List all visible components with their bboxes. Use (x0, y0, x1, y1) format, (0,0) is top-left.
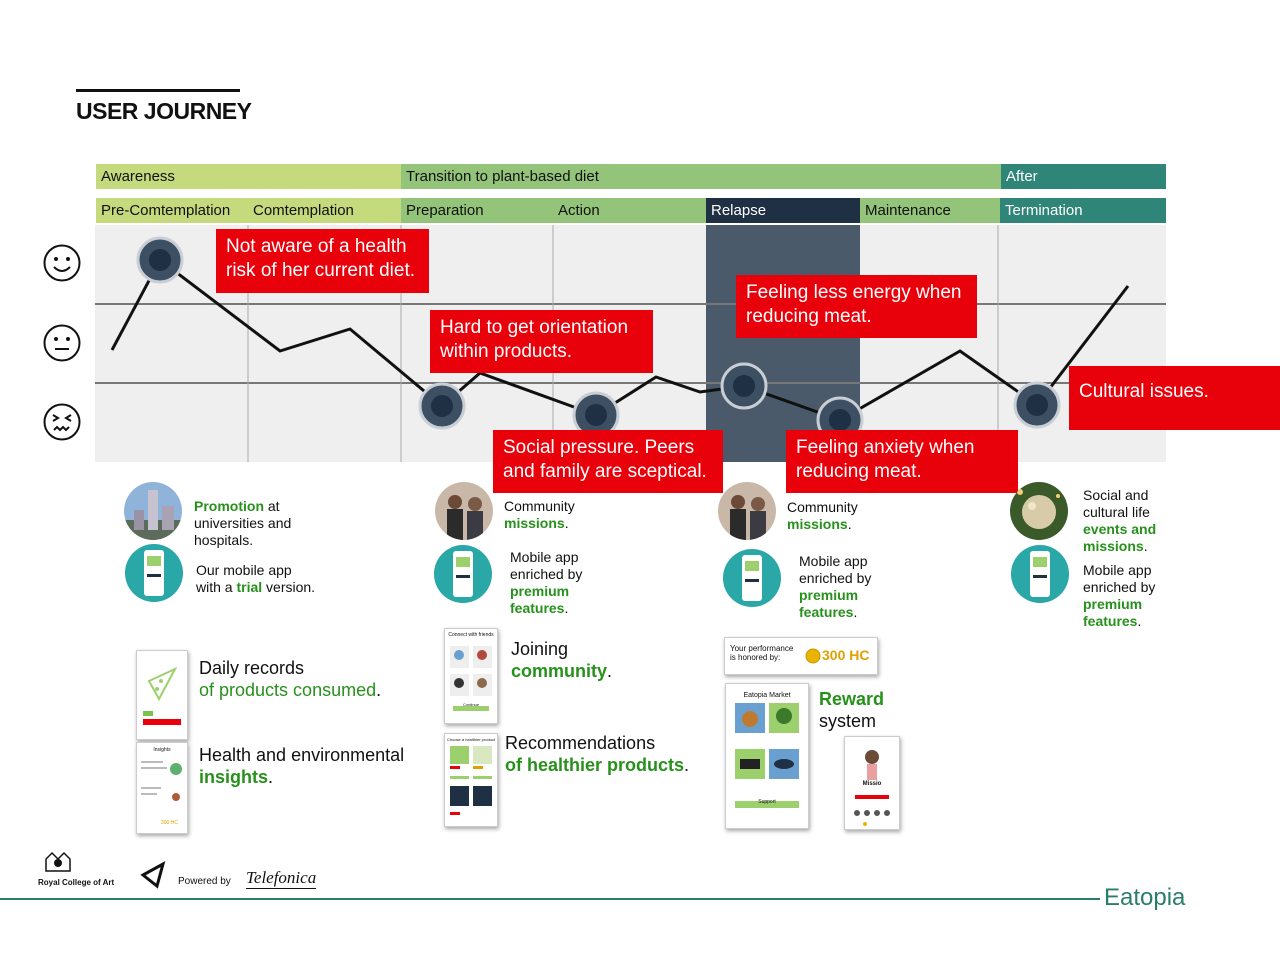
callout-social-pressure: Social pressure. Peers and family are sc… (493, 430, 723, 493)
recommendations-detail: of healthier products. (505, 755, 690, 775)
footer-rule (0, 898, 1100, 900)
community-detail-1: missions. (504, 515, 569, 531)
insights-phone-hc: 300 HC (161, 820, 178, 826)
callout-health-risk: Not aware of a health risk of her curren… (216, 229, 429, 293)
healthier-product-title: Choose a healthier product (446, 737, 496, 742)
emotion-line (110, 257, 1130, 422)
rca-logo-text: Royal College of Art (38, 878, 115, 887)
phase-transition: Transition to plant-based diet (401, 164, 1001, 189)
daily-records-text: Daily records of products consumed. (199, 657, 419, 701)
daily-records-phone (136, 650, 188, 740)
mission-phone: Missio (844, 736, 900, 830)
joining-detail: community. (511, 661, 613, 681)
callout-anxiety: Feeling anxiety when reducing meat. (786, 430, 1018, 493)
market-phone: Eatopia Market Support (725, 683, 809, 829)
friends-avatars (450, 646, 492, 711)
powered-by-text: Powered by (178, 876, 231, 887)
phase-after: After (1001, 164, 1166, 189)
recommendations-text: Recommendations of healthier products. (505, 732, 705, 776)
reward-label: Reward (819, 689, 885, 709)
joining-community-text: Joining community. (511, 638, 631, 682)
health-insights-detail: insights. (199, 767, 274, 787)
mobile-app-icon-2 (434, 545, 492, 603)
performance-value: 300 HC (822, 647, 870, 663)
recommendations-label: Recommendations (505, 733, 656, 753)
mission-title: Missio (862, 781, 882, 787)
mobile-app-icon-1 (125, 544, 183, 602)
premium-app-text-1: Mobile app enriched by premium features. (510, 549, 583, 616)
callout-orientation: Hard to get orientation within products. (430, 310, 653, 373)
market-support-button: Support (758, 799, 776, 805)
neutral-face-icon (43, 324, 81, 362)
premium-app-text-3: Mobile app enriched by premium features. (1083, 562, 1156, 629)
stage-preparation: Preparation (401, 198, 553, 223)
marker-precontemplation (136, 236, 184, 284)
daily-records-detail: of products consumed. (199, 680, 382, 700)
stage-action: Action (553, 198, 706, 223)
performance-card: Your performance is honored by: 300 HC (724, 637, 878, 675)
joining-label: Joining (511, 639, 569, 659)
marker-relapse (720, 362, 768, 410)
stage-relapse: Relapse (706, 198, 860, 223)
market-items (735, 703, 799, 808)
title-rule (76, 89, 240, 92)
social-life-text: Social and cultural life events and miss… (1083, 487, 1157, 554)
community-photo-1 (435, 482, 493, 540)
community-detail-2: missions. (787, 516, 852, 532)
triangle-logo-icon (140, 861, 166, 889)
reward-system-text: Reward system (819, 688, 899, 732)
reward-detail: system (819, 711, 877, 731)
promotion-text: Promotion at universities and hospitals. (194, 498, 292, 548)
telefonica-logo: Telefonica (246, 868, 317, 889)
pizza-icon (143, 666, 181, 725)
performance-label: Your performance is honored by: (730, 644, 794, 662)
community-missions-text-1: Community missions. (504, 498, 624, 532)
marker-action (572, 391, 620, 439)
connect-friends-button: Continue (462, 702, 479, 707)
community-label-1: Community (504, 498, 575, 514)
mobile-app-icon-3 (723, 549, 781, 607)
health-insights-label: Health and environmental (199, 745, 405, 765)
community-photo-2 (718, 482, 776, 540)
market-title: Eatopia Market (743, 692, 791, 699)
phase-awareness: Awareness (96, 164, 401, 189)
festive-photo (1010, 482, 1068, 540)
brand-name: Eatopia (1104, 884, 1186, 911)
product-grid (450, 746, 492, 815)
marker-termination (1013, 381, 1061, 429)
page-title: USER JOURNEY (76, 98, 252, 124)
callout-cultural: Cultural issues. (1069, 366, 1280, 430)
coin-icon (805, 648, 821, 664)
callout-less-energy: Feeling less energy when reducing meat. (736, 275, 977, 338)
premium-app-text-2: Mobile app enriched by premium features. (799, 553, 872, 620)
university-photo (124, 482, 182, 540)
healthier-product-phone: Choose a healthier product (444, 733, 498, 827)
globe-icon (141, 761, 182, 801)
community-label-2: Community (787, 499, 858, 515)
happy-face-icon (43, 244, 81, 282)
stage-contemplation: Comtemplation (248, 198, 401, 223)
distressed-face-icon (43, 403, 81, 441)
stage-termination: Termination (1000, 198, 1166, 223)
connect-friends-title: Connect with friends (448, 632, 494, 638)
insights-phone-title: Insights (153, 747, 171, 753)
mission-illustration (854, 750, 890, 826)
daily-records-label: Daily records (199, 658, 305, 678)
community-missions-text-2: Community missions. (787, 499, 907, 533)
stage-maintenance: Maintenance (860, 198, 1000, 223)
trial-app-text: Our mobile app with a trial version. (196, 562, 316, 595)
stage-pre-contemplation: Pre-Comtemplation (96, 198, 248, 223)
insights-phone: Insights 300 HC (136, 742, 188, 834)
marker-preparation (418, 382, 466, 430)
health-insights-text: Health and environmental insights. (199, 744, 419, 788)
mobile-app-icon-4 (1011, 545, 1069, 603)
connect-friends-phone: Connect with friends Continue (444, 628, 498, 724)
rca-crest-icon (45, 851, 71, 872)
